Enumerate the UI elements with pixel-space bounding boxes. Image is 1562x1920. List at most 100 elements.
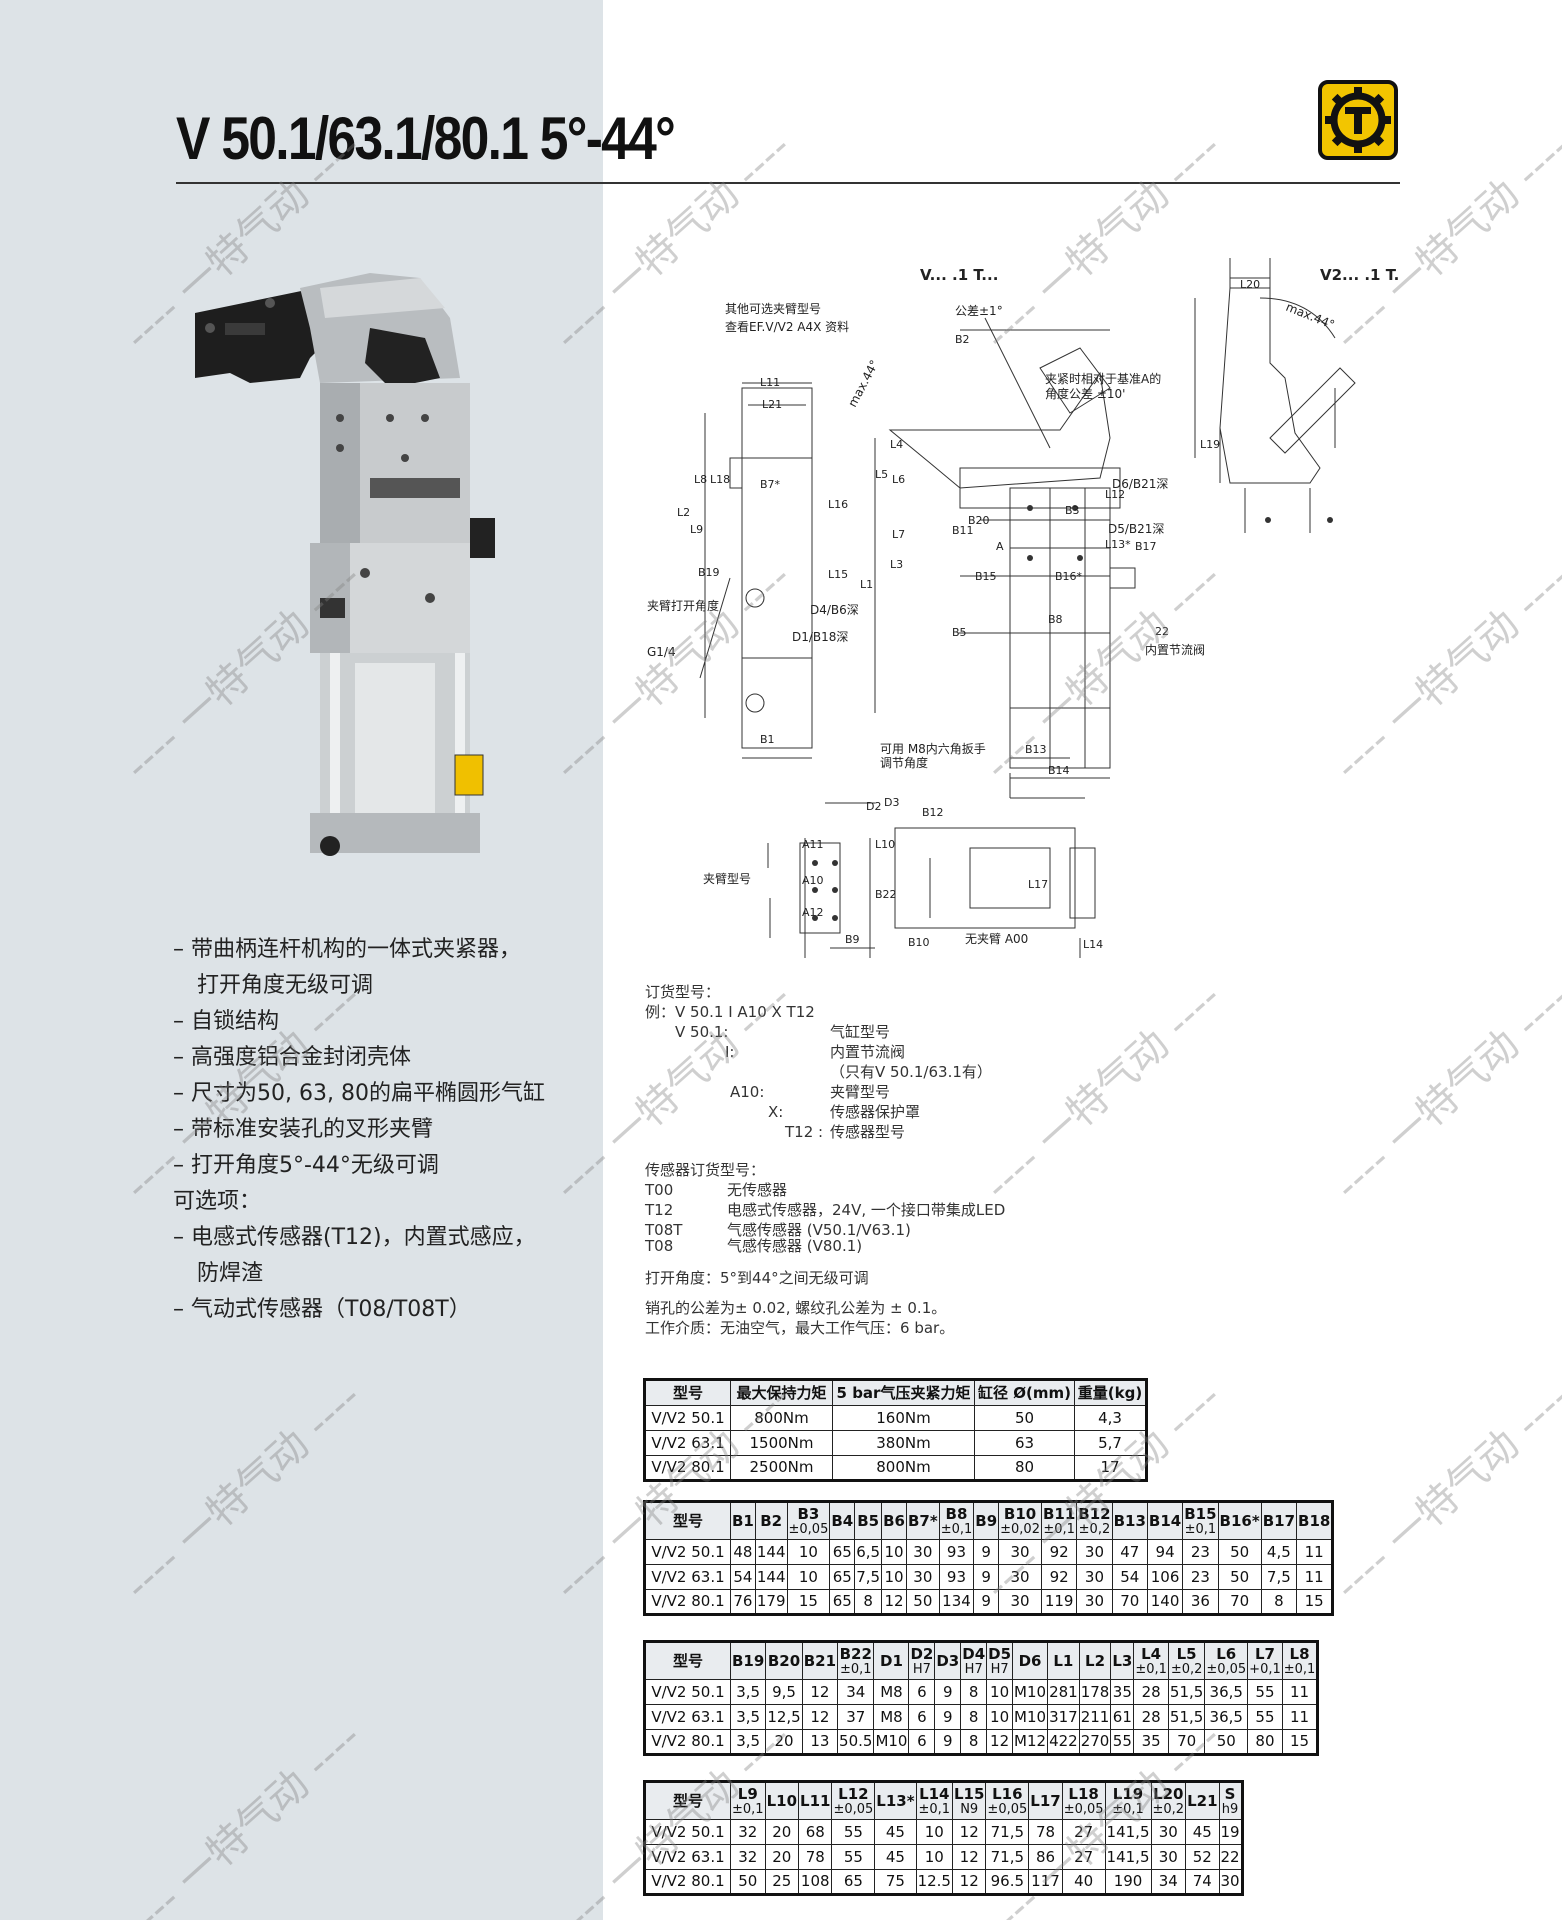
table-header: B6 <box>881 1501 907 1540</box>
arm-open-angle-label: 夹臂打开角度 <box>647 598 719 613</box>
value-cell: M10 <box>1012 1679 1049 1705</box>
value-cell: 52 <box>1185 1844 1220 1870</box>
dim-label: L15 <box>828 568 848 581</box>
dim-label: B11 <box>952 524 974 537</box>
dim-label: B15 <box>975 570 997 583</box>
table-header: L2 <box>1078 1641 1112 1680</box>
value-cell: 30 <box>905 1539 940 1565</box>
value-cell: 50 <box>1204 1729 1249 1755</box>
value-cell: 27 <box>1061 1819 1106 1845</box>
feature-item: – 电感式传感器(T12)，内置式感应， <box>173 1225 536 1250</box>
dim-label: L7 <box>892 528 905 541</box>
header-label: L15 <box>953 1785 985 1803</box>
dim-label: L3 <box>890 558 903 571</box>
value-cell: 50 <box>905 1589 940 1615</box>
dim-label: B3 <box>1065 504 1080 517</box>
table-header: B13 <box>1111 1501 1148 1540</box>
sensor-desc: 气感传感器 (V50.1/V63.1) <box>727 1221 911 1239</box>
table-header: L10 <box>764 1781 800 1820</box>
value-cell: 55 <box>831 1844 876 1870</box>
value-cell: 178 <box>1078 1679 1112 1705</box>
header-tolerance: ±0,1 <box>1112 1802 1144 1817</box>
dim-label: B12 <box>922 806 944 819</box>
header-label: L14 <box>919 1785 950 1803</box>
dim-label: B16* <box>1055 570 1083 583</box>
table-header: B8±0,1 <box>938 1501 975 1540</box>
header-label: D3 <box>936 1652 960 1670</box>
dim-label: L19 <box>1200 438 1220 451</box>
value-cell: 11 <box>1296 1564 1334 1590</box>
value-cell: 15 <box>1296 1589 1334 1615</box>
dim-label: A <box>996 540 1004 553</box>
value-cell: 30 <box>905 1564 940 1590</box>
value-cell: 9,5 <box>765 1679 803 1705</box>
value-cell: 50 <box>1217 1564 1262 1590</box>
table-header: B1 <box>730 1501 756 1540</box>
header-tolerance: H7 <box>964 1662 983 1677</box>
table-header: L7+0,1 <box>1247 1641 1283 1680</box>
table-header: L4±0,1 <box>1133 1641 1169 1680</box>
order-desc: （只有V 50.1/63.1有） <box>830 1063 992 1081</box>
value-cell: 22 <box>1218 1844 1243 1870</box>
value-cell: 30 <box>1150 1844 1187 1870</box>
value-cell: 30 <box>1218 1869 1243 1895</box>
note-angle-1: 夹紧时相对于基准A的 <box>1045 371 1161 386</box>
value-cell: 32 <box>730 1819 766 1845</box>
table-header: B11±0,1 <box>1040 1501 1078 1540</box>
arm-model-label: 夹臂型号 <box>703 872 751 886</box>
value-cell: 50 <box>730 1869 766 1895</box>
dim-label: L9 <box>690 523 703 536</box>
model-cell: V/V2 80.1 <box>644 1869 731 1895</box>
value-cell: 50 <box>974 1405 1075 1431</box>
table-header: 最大保持力矩 <box>730 1379 833 1406</box>
value-cell: 8 <box>960 1679 988 1705</box>
model-cell: V/V2 80.1 <box>644 1455 731 1481</box>
value-cell: 12 <box>951 1819 987 1845</box>
value-cell: 78 <box>1028 1819 1063 1845</box>
value-cell: 93 <box>938 1564 975 1590</box>
header-label: L12 <box>838 1785 869 1803</box>
dim-label: A12 <box>802 906 824 919</box>
value-cell: 800Nm <box>730 1405 833 1431</box>
dim-label: D3 <box>884 796 899 809</box>
value-cell: 6,5 <box>854 1539 883 1565</box>
value-cell: 30 <box>1076 1539 1113 1565</box>
order-desc: 传感器型号 <box>830 1123 906 1141</box>
header-label: L21 <box>1187 1792 1218 1810</box>
table-header: B19 <box>729 1641 767 1680</box>
dim-label: B13 <box>1025 743 1047 756</box>
sensor-code: T08T <box>645 1221 683 1239</box>
dim-label: 22 <box>1155 625 1169 638</box>
table-header: 型号 <box>644 1379 731 1406</box>
table-header: B4 <box>829 1501 856 1540</box>
order-code: X: <box>768 1103 784 1121</box>
note-line: 打开角度：5°到44°之间无级可调 <box>645 1269 869 1287</box>
header-label: L16 <box>992 1785 1023 1803</box>
table-header: L21 <box>1185 1781 1220 1820</box>
header-label: L8 <box>1289 1645 1310 1663</box>
value-cell: 17 <box>1074 1455 1147 1481</box>
value-cell: 12 <box>951 1844 987 1870</box>
value-cell: 51,5 <box>1167 1679 1206 1705</box>
dim-label: L21 <box>762 398 782 411</box>
header-label: L11 <box>800 1792 831 1810</box>
value-cell: 12 <box>881 1589 907 1615</box>
header-label: L18 <box>1068 1785 1099 1803</box>
header-label: B18 <box>1298 1512 1331 1530</box>
value-cell: 317 <box>1047 1704 1080 1730</box>
dim-label: A10 <box>802 874 824 887</box>
sensor-heading: 传感器订货型号： <box>645 1161 766 1179</box>
model-cell: V/V2 50.1 <box>644 1819 731 1845</box>
value-cell: 78 <box>798 1844 833 1870</box>
order-example: 例：V 50.1 I A10 X T12 <box>645 1003 815 1021</box>
dim-label: L10 <box>875 838 895 851</box>
table-header: B18 <box>1296 1501 1334 1540</box>
header-tolerance: N9 <box>960 1802 979 1817</box>
brand-logo <box>1318 80 1398 160</box>
